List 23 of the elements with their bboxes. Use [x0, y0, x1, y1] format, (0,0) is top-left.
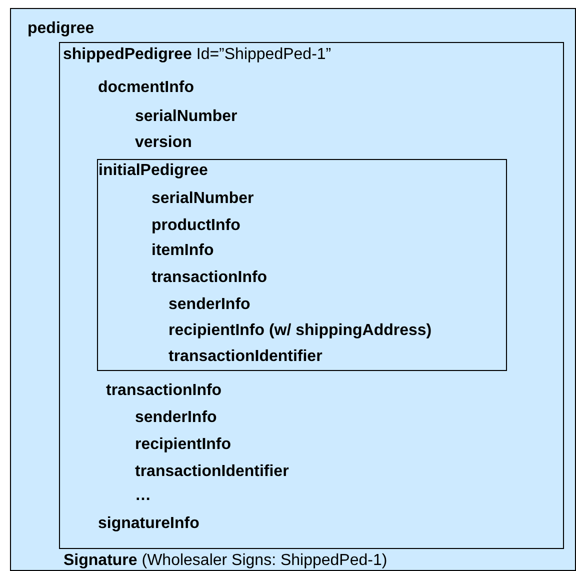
element-name: senderInfo [168, 294, 250, 314]
element-name: recipientInfo (w/ shippingAddress) [168, 320, 432, 340]
element-name: transactionInfo [106, 381, 222, 401]
element-name: transactionIdentifier [168, 346, 322, 366]
nested-panel [97, 159, 507, 371]
element-name: transactionIdentifier [135, 462, 289, 482]
element-heading: initialPedigree [98, 160, 208, 180]
element-name: serialNumber [152, 188, 254, 208]
element-name: signatureInfo [98, 514, 200, 534]
element-name: serialNumber [135, 107, 238, 127]
element-name: senderInfo [135, 408, 217, 428]
element-name: version [135, 133, 192, 153]
element-name: docmentInfo [98, 78, 194, 98]
element-name: Signature (Wholesaler Signs: ShippedPed-1) [64, 550, 388, 570]
element-heading: shippedPedigree Id=”ShippedPed-1” [63, 45, 332, 65]
outer-panel [10, 8, 576, 571]
element-name: … [135, 486, 151, 506]
element-heading: pedigree [28, 18, 94, 38]
element-name: transactionInfo [152, 268, 268, 288]
element-name: recipientInfo [135, 435, 232, 455]
element-name: productInfo [152, 216, 240, 236]
nested-panel [58, 42, 564, 548]
element-name: itemInfo [152, 240, 214, 260]
